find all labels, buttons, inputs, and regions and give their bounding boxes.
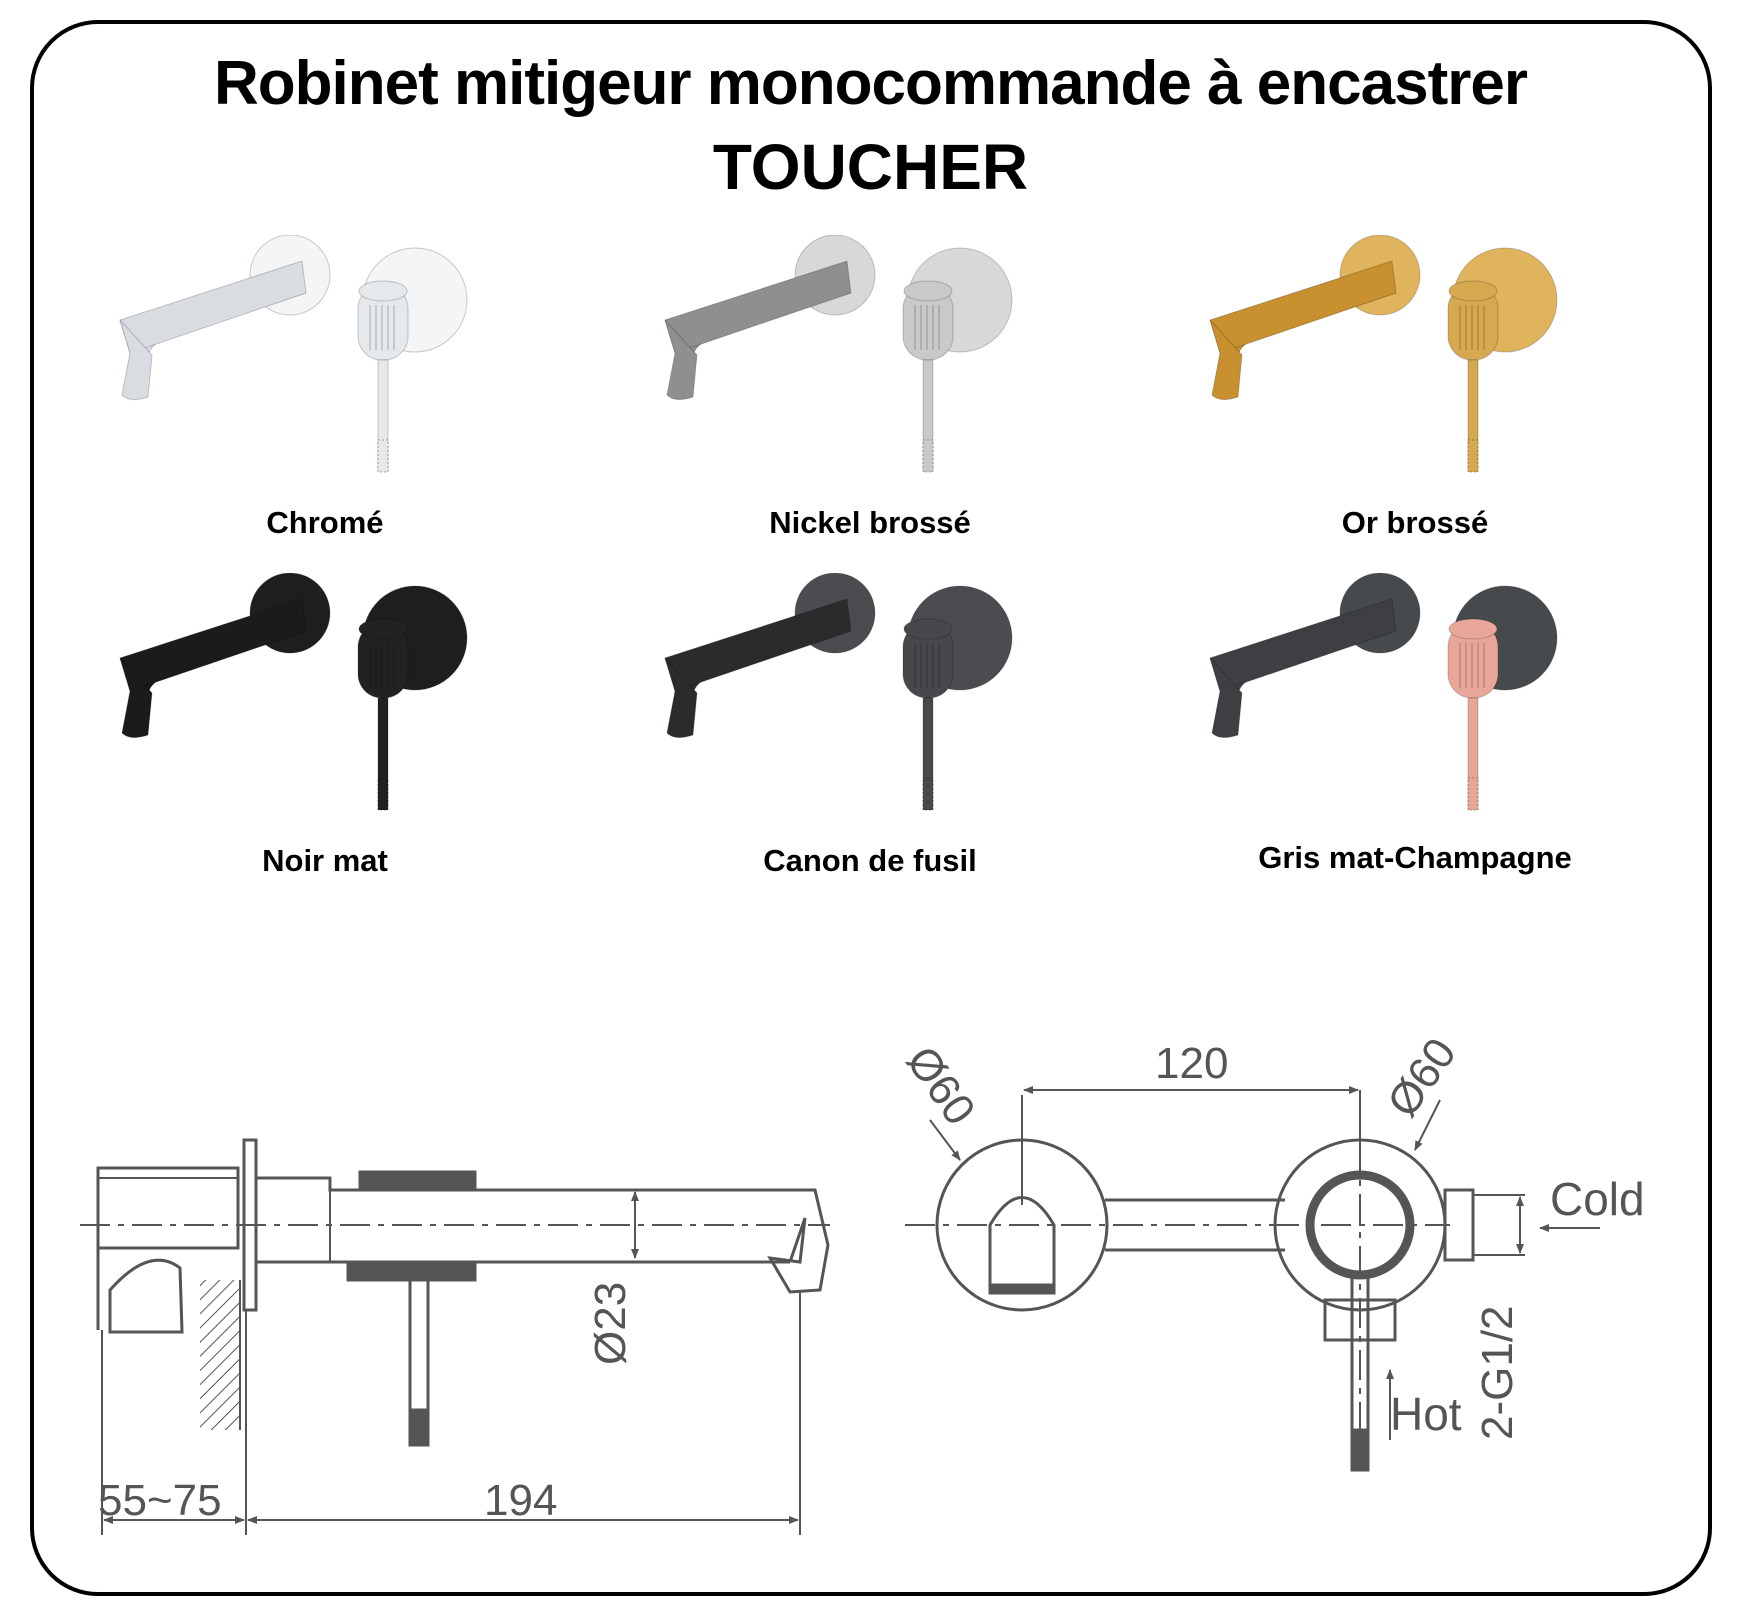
spout-body (119, 260, 307, 354)
mixer-handle-cap (1448, 618, 1498, 640)
finish-label-brushed-gold: Or brossé (1341, 505, 1489, 540)
dim-right-plate-diameter: Ø60 (1378, 1030, 1466, 1126)
finish-image-chrome (119, 235, 468, 473)
dim-spout-length: 194 (484, 1476, 557, 1525)
spout-outlet (664, 319, 698, 401)
finish-label-gunmetal: Canon de fusil (763, 843, 977, 878)
dim-left-plate-diameter: Ø60 (897, 1038, 985, 1134)
spout-outlet (119, 657, 153, 739)
spout-body (664, 598, 852, 692)
spout-body (1209, 598, 1397, 692)
spout-body (664, 260, 852, 354)
finish-image-gunmetal (664, 573, 1013, 811)
spout-outlet (664, 657, 698, 739)
thread-size-label: 2-G1/2 (1473, 1305, 1522, 1440)
finish-label-brushed-nickel: Nickel brossé (769, 505, 971, 540)
dim-plate-centers: 120 (1155, 1039, 1228, 1088)
mixer-handle-cap (1448, 280, 1498, 302)
product-subtitle: TOUCHER (712, 131, 1029, 203)
mixer-lever-grip (922, 439, 934, 473)
mixer-handle-cap (358, 618, 408, 640)
spout-outlet (1209, 657, 1243, 739)
spout-body (1209, 260, 1397, 354)
spout-outlet (1209, 319, 1243, 401)
mixer-lever-grip (377, 439, 389, 473)
product-title: Robinet mitigeur monocommande à encastre… (214, 49, 1528, 118)
front-view-drawing (905, 1086, 1600, 1472)
mixer-lever-grip (1467, 439, 1479, 473)
finish-image-grey-champagne (1209, 573, 1558, 811)
finish-label-chrome: Chromé (266, 505, 384, 540)
mixer-lever-grip (922, 777, 934, 811)
finish-label-grey-champagne: Gris mat-Champagne (1258, 840, 1572, 875)
mixer-handle-cap (358, 280, 408, 302)
cold-inlet-label: Cold (1550, 1173, 1645, 1225)
hot-inlet-label: Hot (1390, 1388, 1462, 1440)
border-frame (30, 20, 1712, 1596)
spout-outlet (119, 319, 153, 401)
side-view-drawing (80, 1138, 830, 1535)
finish-image-brushed-gold (1209, 235, 1558, 473)
dim-spout-diameter: Ø23 (586, 1282, 635, 1365)
finish-label-matte-black: Noir mat (262, 843, 388, 878)
spout-body (119, 598, 307, 692)
finish-image-matte-black (119, 573, 468, 811)
mixer-handle-cap (903, 280, 953, 302)
dim-wall-depth: 55~75 (98, 1476, 222, 1525)
mixer-handle-cap (903, 618, 953, 640)
finish-image-brushed-nickel (664, 235, 1013, 473)
mixer-lever-grip (377, 777, 389, 811)
mixer-lever-grip (1467, 777, 1479, 811)
